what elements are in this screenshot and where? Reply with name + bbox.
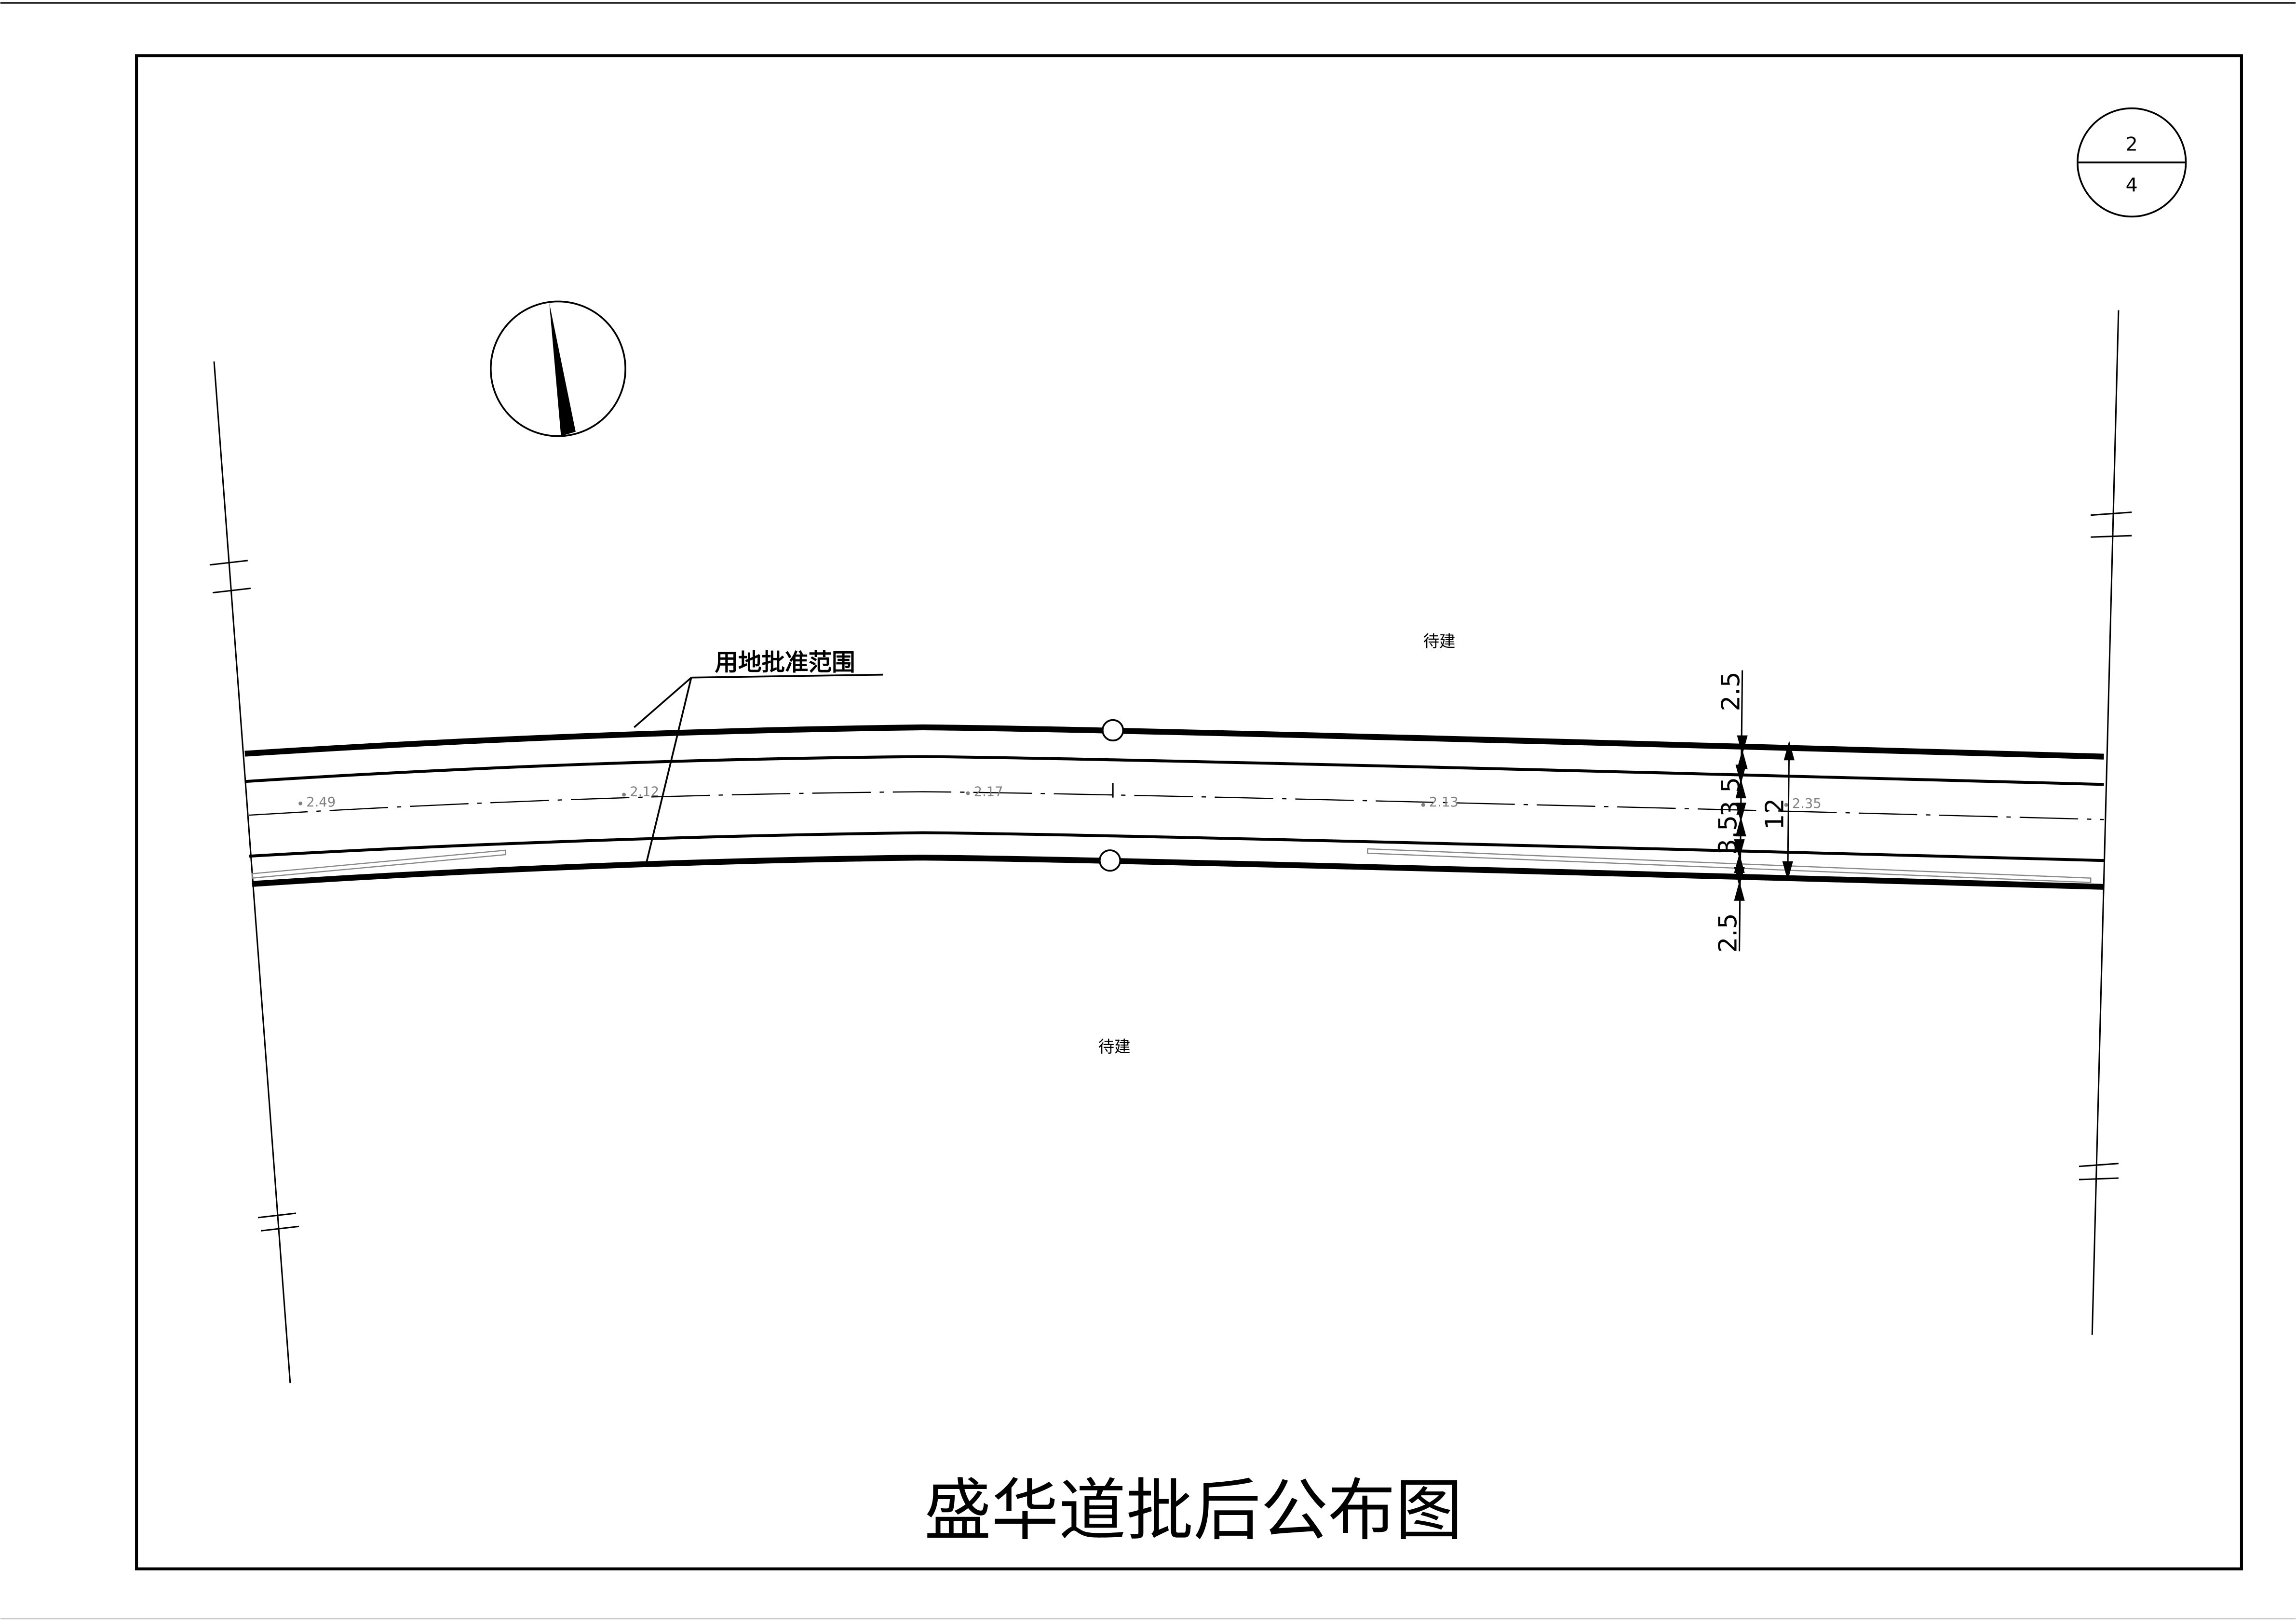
- elevation-label: 2.12: [630, 785, 659, 800]
- land-approval-label: 用地批准范围: [715, 649, 855, 676]
- land-boundary-south: [252, 855, 2104, 890]
- cross-section-dimensions: [1734, 670, 1795, 952]
- auxiliary-strip-west: [251, 849, 506, 879]
- dimension-lane-south: 3.5: [1714, 815, 1742, 855]
- lane-edge-north: [244, 755, 2104, 786]
- dimension-north-setback: 2.5: [1717, 671, 1746, 711]
- boundary-marker: [1102, 719, 1124, 742]
- road: [244, 719, 2104, 890]
- dimension-south-setback: 2.5: [1714, 913, 1742, 952]
- auxiliary-strip-east: [1367, 848, 2092, 884]
- elevation-label: 2.49: [306, 795, 336, 810]
- dimension-road-width: 12: [1761, 798, 1790, 830]
- north-arrow-icon: [489, 300, 626, 437]
- boundary-marker: [1098, 849, 1121, 872]
- dimension-lane-north: 3.5: [1717, 777, 1746, 817]
- break-lines: [209, 310, 2132, 1383]
- drawing-title: 盛华道批后公布图: [924, 1471, 1463, 1550]
- lane-edge-south: [249, 831, 2104, 862]
- elevation-label: 2.13: [1429, 795, 1459, 810]
- zone-label-south: 待建: [1098, 1037, 1131, 1056]
- road-centerline: [249, 791, 2104, 820]
- drawing-frame: [135, 54, 2243, 1570]
- land-boundary-north: [244, 724, 2104, 760]
- sheet-index: 2 4: [2077, 107, 2187, 218]
- sheet-total: 4: [2126, 174, 2138, 197]
- elevation-points: 2.49 2.12 2.17 2.13 2.35: [298, 785, 1822, 811]
- elevation-label: 2.35: [1792, 796, 1822, 811]
- land-approval-leader: [634, 673, 883, 865]
- zone-label-north: 待建: [1423, 632, 1456, 651]
- elevation-label: 2.17: [974, 785, 1003, 800]
- sheet-number: 2: [2126, 134, 2138, 156]
